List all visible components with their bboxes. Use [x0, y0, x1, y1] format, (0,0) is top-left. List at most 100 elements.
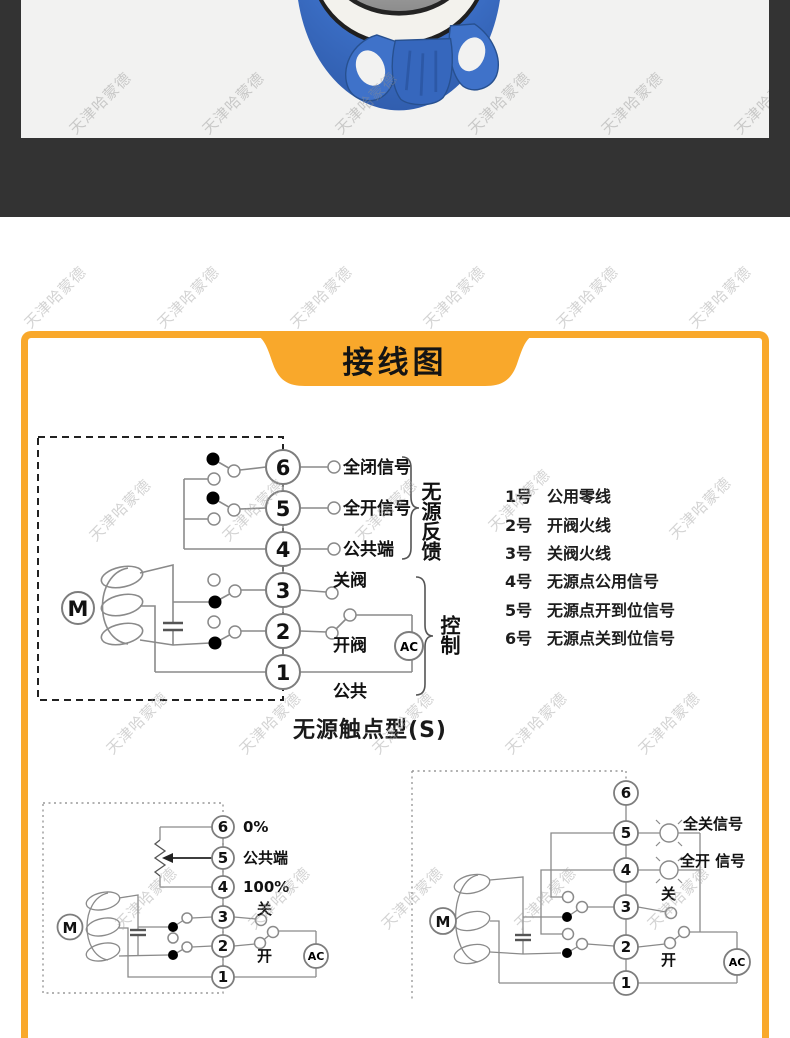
- lamp-terminal-strip: 6 5 4 3 2 1: [613, 780, 639, 996]
- legend-desc: 开阀火线: [547, 515, 612, 535]
- feedback-group-label: 无源反馈: [418, 481, 442, 562]
- legend-num: 3号: [505, 543, 533, 563]
- watermark-text: 天津哈蒙德: [153, 262, 224, 333]
- pot-terminal-3: 3: [218, 908, 228, 926]
- legend-row: 1号公用零线: [505, 481, 675, 509]
- watermark-text: 天津哈蒙德: [286, 262, 357, 333]
- terminal-3: 3: [276, 579, 291, 603]
- pot-arrow: [162, 853, 173, 863]
- motor-winding: [100, 565, 144, 646]
- hero-dark-band: 天津哈蒙德天津哈蒙德天津哈蒙德天津哈蒙德天津哈蒙德天津哈蒙德: [0, 0, 790, 217]
- pot-contacts: [167, 912, 280, 960]
- indicator-lamps: [655, 819, 683, 884]
- pot-label-t2: 开: [257, 947, 272, 965]
- label-t6: 全闭信号: [342, 457, 411, 478]
- terminal-strip: 6 5 4 3 2 1: [265, 449, 301, 690]
- legend-num: 4号: [505, 572, 533, 592]
- valve-liner: [323, 0, 475, 43]
- pot-boundary: [42, 802, 224, 994]
- legend-row: 4号无源点公用信号: [505, 566, 675, 594]
- diagram-caption: 无源触点型(S): [293, 718, 447, 743]
- lamp-label-t2: 开: [661, 951, 676, 969]
- pot-ac-symbol: [303, 943, 329, 969]
- pot-label-t4: 100%: [243, 878, 289, 896]
- capacitor: [163, 621, 183, 632]
- banner-tab: 接线图: [245, 331, 545, 387]
- lamp-label-t4: 全开 信号: [679, 852, 745, 870]
- valve-right-lug-hole: [458, 37, 486, 72]
- legend-desc: 公用零线: [547, 487, 612, 507]
- label-t1: 公共: [333, 682, 367, 702]
- legend-num: 5号: [505, 600, 533, 620]
- motor-label: M: [68, 597, 89, 621]
- legend-num: 1号: [505, 487, 533, 507]
- terminal-5: 5: [276, 497, 291, 521]
- pot-ac-label: AC: [308, 950, 325, 963]
- lamp-ac-symbol: [723, 948, 751, 976]
- pot-label-t5: 公共端: [243, 849, 288, 867]
- legend-desc: 无源点开到位信号: [547, 600, 676, 620]
- label-t2: 开阀: [333, 635, 367, 656]
- valve-disc: [356, 0, 442, 12]
- valve-boss-ridges: [404, 50, 438, 96]
- lamp-terminal-6: 6: [621, 784, 631, 802]
- legend-row: 5号无源点开到位信号: [505, 595, 675, 623]
- lamp-label-t3: 关: [661, 885, 676, 903]
- valve-left-lug-hole: [355, 50, 386, 86]
- lamp-wiring-diagram: 6 5 4 3 2 1 M AC 全关信号 全开 信号 关 开: [411, 770, 751, 999]
- ac-label: AC: [400, 640, 418, 654]
- motor-symbol: [61, 591, 95, 625]
- pot-label-t3: 关: [257, 900, 272, 918]
- pot-terminal-6: 6: [218, 818, 228, 836]
- lamp-terminal-1: 1: [621, 974, 631, 992]
- terminal-1: 1: [276, 661, 291, 685]
- terminal-4: 4: [276, 538, 291, 562]
- watermark-text: 天津哈蒙德: [65, 68, 136, 138]
- legend-desc: 关阀火线: [547, 543, 612, 563]
- legend-desc: 无源点关到位信号: [547, 629, 676, 649]
- pot-label-t6: 0%: [243, 818, 268, 836]
- terminal-2: 2: [276, 620, 291, 644]
- pot-motor-winding: [85, 891, 121, 962]
- pot-motor-symbol: [56, 913, 84, 941]
- lamp-motor-symbol: [429, 907, 457, 935]
- watermark-text: 天津哈蒙德: [597, 68, 668, 138]
- lamp-ac-label: AC: [729, 956, 746, 969]
- legend-num: 6号: [505, 629, 533, 649]
- banner-shape: [245, 331, 545, 386]
- legend-row: 2号开阀火线: [505, 509, 675, 537]
- lamp-contacts: [561, 890, 691, 958]
- pot-terminal-strip: 6 5 4 3 2 1: [211, 815, 235, 989]
- lamp-capacitor: [515, 933, 531, 942]
- watermark-text: 天津哈蒙德: [730, 68, 769, 138]
- lamp-terminal-2: 2: [621, 938, 631, 956]
- label-t3: 关阀: [333, 570, 367, 591]
- lamp-boundary: [411, 770, 627, 999]
- pot-terminal-1: 1: [218, 968, 228, 986]
- legend-row: 3号关阀火线: [505, 538, 675, 566]
- label-t4: 公共端: [343, 539, 394, 560]
- pot-capacitor: [130, 928, 146, 937]
- watermark-text: 天津哈蒙德: [198, 68, 269, 138]
- pot-wiring-diagram: 6 5 4 3 2 1 M AC 0% 公共端 100% 关 开: [42, 802, 329, 994]
- lamp-motor-label: M: [436, 913, 451, 931]
- watermark-text: 天津哈蒙德: [419, 262, 490, 333]
- pot-motor-label: M: [63, 919, 78, 937]
- feedback-brace: [401, 456, 420, 560]
- control-group-label: 控制: [437, 614, 461, 656]
- legend-row: 6号无源点关到位信号: [505, 623, 675, 651]
- terminal-6: 6: [276, 456, 291, 480]
- product-photo: 天津哈蒙德天津哈蒙德天津哈蒙德天津哈蒙德天津哈蒙德天津哈蒙德: [21, 0, 769, 138]
- lamp-terminal-4: 4: [621, 861, 631, 879]
- legend-desc: 无源点公用信号: [547, 572, 660, 592]
- legend-num: 2号: [505, 515, 533, 535]
- pot-terminal-4: 4: [218, 878, 228, 896]
- watermark-text: 天津哈蒙德: [20, 262, 91, 333]
- watermark-text: 天津哈蒙德: [552, 262, 623, 333]
- switch-contacts: [206, 452, 357, 650]
- label-t5: 全开信号: [342, 498, 411, 519]
- butterfly-valve-image: [298, 0, 500, 111]
- lamp-terminal-5: 5: [621, 824, 631, 842]
- lamp-motor-winding: [453, 873, 491, 965]
- wiring-card: [21, 331, 769, 1038]
